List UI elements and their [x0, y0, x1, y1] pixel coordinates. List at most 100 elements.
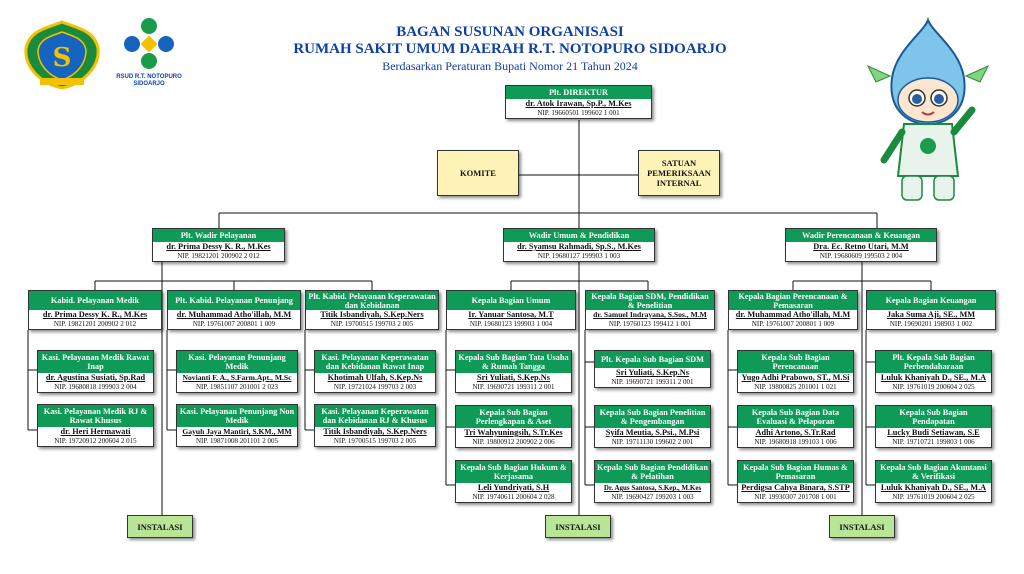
unit-name: dr. Muhammad Atho'illah, M.M	[735, 310, 851, 319]
sub-unit-name: Luluk Khaniyah D., SE., M.A	[880, 373, 987, 382]
sub-unit-nip: NIP. 19761019 200604 2 025	[892, 493, 975, 501]
wadir-name: dr. Syamsu Rahmadi, Sp.S., M.Kes	[517, 242, 641, 251]
sub-unit-nip: NIP. 19690721 199311 2 001	[472, 383, 555, 391]
direktur-box: Plt. DIREKTUR dr. Atok Irawan, Sp.P., M.…	[505, 85, 652, 119]
sub-unit-box: Kepala Sub Bagian Penelitian & Pengemban…	[594, 405, 711, 448]
sub-unit-title: Kepala Sub Bagian Pendidikan & Pelatihan	[595, 461, 710, 483]
sub-unit-box: Kepala Sub Bagian Humas & Pemasaran Perd…	[737, 460, 854, 503]
unit-name: Jaka Suma Aji, SE., MM	[886, 310, 976, 319]
sub-unit-box: Plt. Kepala Sub Bagian SDM Sri Yuliati, …	[594, 350, 711, 388]
sub-unit-box: Kasi. Pelayanan Medik Rawat Inap dr. Agu…	[37, 350, 154, 393]
sub-unit-name: Novianti F. A., S.Farm.Apt., M.Sc	[182, 373, 292, 382]
sub-unit-name: dr. Agustina Susiati, Sp.Rad	[45, 373, 146, 382]
sub-unit-box: Kepala Sub Bagian Tata Usaha & Rumah Tan…	[455, 350, 572, 393]
sub-unit-name: Adhi Artono, S.Tr.Rad	[755, 428, 836, 437]
sub-unit-nip: NIP. 19690721 199311 2 001	[611, 378, 694, 386]
sub-unit-name: Khotimah Ulfah, S.Kep.Ns	[327, 373, 423, 382]
unit-nip: NIP. 19760123 199412 1 001	[608, 320, 692, 328]
sub-unit-title: Kepala Sub Bagian Data Evaluasi & Pelapo…	[738, 406, 853, 428]
sub-unit-nip: NIP. 19711130 199602 2 001	[611, 438, 694, 446]
sub-unit-title: Kasi. Pelayanan Keperawatan dan Kebidana…	[315, 405, 435, 427]
unit-nip: NIP. 19700515 199703 2 005	[330, 320, 414, 328]
sub-unit-box: Kasi. Pelayanan Penunjang Non Medik Gayu…	[176, 404, 298, 447]
sub-unit-nip: NIP. 19680818 199903 2 004	[54, 383, 137, 391]
sub-unit-title: Kasi. Pelayanan Keperawatan dan Kebidana…	[315, 351, 435, 373]
sub-unit-title: Kasi. Pelayanan Medik Rawat Inap	[38, 351, 153, 373]
instalasi-box: INSTALASI	[829, 515, 895, 538]
logo-line-1: RSUD R.T. NOTOPURO	[116, 74, 182, 80]
sub-unit-title: Kepala Sub Bagian Akuntansi & Verifikasi	[876, 461, 991, 483]
sub-unit-box: Kepala Sub Bagian Data Evaluasi & Pelapo…	[737, 405, 854, 448]
instalasi-box: INSTALASI	[545, 515, 611, 538]
sub-unit-box: Kepala Sub Bagian Perencanaan Yugo Adhi …	[737, 350, 854, 393]
unit-title: Plt. Kabid. Pelayanan Keperawatan dan Ke…	[306, 291, 438, 310]
unit-name: dr. Samuel Indrayana, S.Sos., M.M	[593, 310, 707, 319]
komite-box: KOMITE	[437, 150, 519, 196]
wadir-title: Wadir Umum & Pendidikan	[504, 229, 654, 242]
sub-unit-title: Kasi. Pelayanan Penunjang Medik	[177, 351, 297, 373]
unit-nip: NIP. 19680123 199903 1 004	[469, 320, 553, 328]
wadir-name: Dra. Ec. Retno Utari, M.M	[813, 242, 909, 251]
unit-nip: NIP. 19690201 198903 1 002	[889, 320, 973, 328]
page-subtitle: Berdasarkan Peraturan Bupati Nomor 21 Ta…	[382, 59, 638, 73]
instalasi-box: INSTALASI	[127, 515, 193, 538]
unit-title: Plt. Kabid. Pelayanan Penunjang	[168, 291, 300, 310]
sub-unit-name: Yugo Adhi Prabowo, ST., M.Si	[741, 373, 850, 382]
unit-title: Kabid. Pelayanan Medik	[29, 291, 161, 310]
sub-unit-nip: NIP. 19720912 200604 2 015	[54, 437, 137, 445]
sub-unit-name: Titik Isbandiyah, S.Kep.Ners	[323, 427, 427, 436]
sub-unit-box: Kepala Sub Bagian Pendidikan & Pelatihan…	[594, 460, 711, 503]
sub-unit-box: Kepala Sub Bagian Perlengkapan & Aset Tr…	[455, 405, 572, 448]
hospital-logo-name: RSUD R.T. NOTOPURO SIDOARJO	[104, 74, 194, 88]
sub-unit-name: Sri Yuliati, S.Kep.Ns	[477, 373, 550, 382]
unit-box: Plt. Kabid. Pelayanan Keperawatan dan Ke…	[305, 290, 439, 330]
sub-unit-nip: NIP. 19761019 200604 2 025	[892, 383, 975, 391]
sub-unit-title: Kepala Sub Bagian Hukum & Kerjasama	[456, 461, 571, 483]
sub-unit-nip: NIP. 19800825 201001 1 021	[754, 383, 837, 391]
sub-unit-title: Kasi. Pelayanan Medik RJ & Rawat Khusus	[38, 405, 153, 427]
unit-title: Kepala Bagian Keuangan	[867, 291, 995, 310]
spi-box: SATUAN PEMERIKSAAN INTERNAL	[638, 150, 720, 196]
unit-name: Ir. Yanuar Santosa, M.T	[468, 310, 554, 319]
wadir-nip: NIP. 19680127 199903 1 003	[537, 252, 621, 260]
unit-nip: NIP. 19761007 200801 1 009	[192, 320, 276, 328]
sub-unit-box: Kasi. Pelayanan Medik RJ & Rawat Khusus …	[37, 404, 154, 447]
unit-box: Kepala Bagian Keuangan Jaka Suma Aji, SE…	[866, 290, 996, 330]
sub-unit-name: Leli Yundriyati, S.H	[477, 483, 550, 492]
unit-nip: NIP. 19761007 200801 1 009	[751, 320, 835, 328]
sub-unit-box: Kasi. Pelayanan Keperawatan dan Kebidana…	[314, 404, 436, 447]
sub-unit-nip: NIP. 19851107 201001 2 023	[196, 383, 278, 391]
sub-unit-title: Kepala Sub Bagian Tata Usaha & Rumah Tan…	[456, 351, 571, 373]
sub-unit-name: Luluk Khaniyah D., SE., M.A	[880, 483, 987, 492]
regency-emblem-icon: S	[22, 20, 102, 90]
sub-unit-nip: NIP. 19690427 199203 1 003	[611, 493, 694, 501]
wadir-pelayanan-box: Plt. Wadir Pelayanan dr. Prima Dessy K. …	[152, 228, 285, 262]
sub-unit-nip: NIP. 19800912 200902 2 006	[472, 438, 555, 446]
sub-unit-box: Kepala Sub Bagian Pendapatan Lucky Budi …	[875, 405, 992, 448]
sub-unit-name: Lucky Budi Setiawan, S.E	[887, 428, 980, 437]
sub-unit-nip: NIP. 19740611 200604 2 028	[472, 493, 555, 501]
sub-unit-box: Kasi. Pelayanan Penunjang Medik Novianti…	[176, 350, 298, 393]
wadir-title: Plt. Wadir Pelayanan	[153, 229, 284, 242]
page-title-2: RUMAH SAKIT UMUM DAERAH R.T. NOTOPURO SI…	[293, 41, 727, 57]
sub-unit-name: Tri Wahyuningsih, S.Tr.Kes	[464, 428, 563, 437]
sub-unit-box: Kepala Sub Bagian Hukum & Kerjasama Leli…	[455, 460, 572, 503]
direktur-title: Plt. DIREKTUR	[506, 86, 651, 99]
sub-unit-title: Kepala Sub Bagian Perlengkapan & Aset	[456, 406, 571, 428]
sub-unit-nip: NIP. 19930307 201708 1 001	[754, 493, 837, 501]
sub-unit-name: Syifa Meutia, S.Psi., M.Psi	[605, 428, 700, 437]
unit-nip: NIP. 19821201 200902 2 012	[53, 320, 137, 328]
sub-unit-nip: NIP. 19680918 199103 1 006	[754, 438, 837, 446]
page-title: BAGAN SUSUNAN ORGANISASI	[396, 24, 624, 40]
sub-unit-box: Kepala Sub Bagian Akuntansi & Verifikasi…	[875, 460, 992, 503]
sub-unit-title: Kepala Sub Bagian Penelitian & Pengemban…	[595, 406, 710, 428]
sub-unit-name: dr. Heri Hermawati	[60, 427, 131, 436]
sub-unit-box: Plt. Kepala Sub Bagian Perbendaharaan Lu…	[875, 350, 992, 393]
wadir-name: dr. Prima Dessy K. R., M.Kes	[166, 242, 271, 251]
svg-text:S: S	[53, 43, 72, 73]
unit-title: Kepala Bagian Umum	[447, 291, 575, 310]
hospital-logo-icon	[118, 14, 180, 72]
sub-unit-title: Plt. Kepala Sub Bagian SDM	[595, 351, 710, 368]
sub-unit-title: Kepala Sub Bagian Pendapatan	[876, 406, 991, 428]
